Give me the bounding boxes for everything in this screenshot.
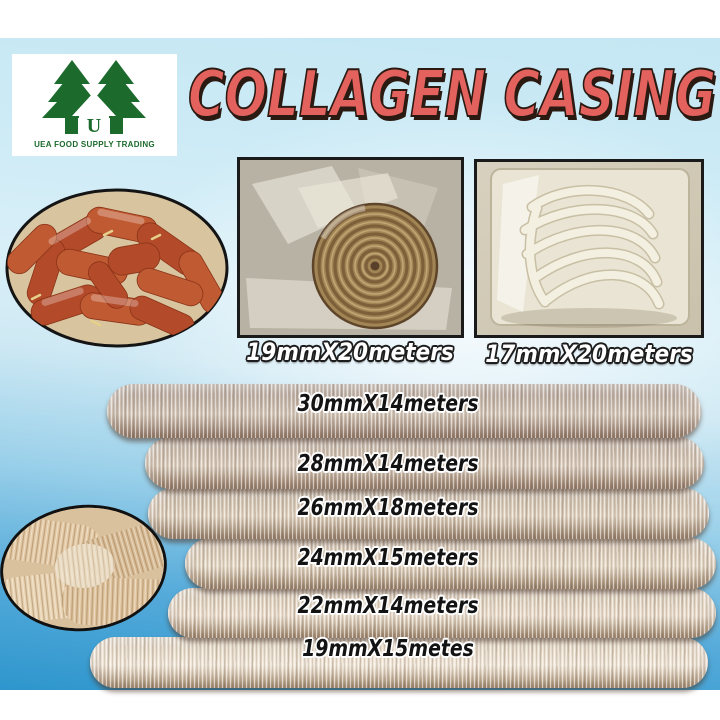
coiled-casing-graphic: [240, 160, 461, 335]
roll-size-label: 24mmX15meters: [297, 545, 479, 571]
company-name: UEA FOOD SUPPLY TRADING: [34, 140, 155, 149]
roll-size-label: 19mmX15metes: [302, 636, 474, 662]
package-size-label: 17mmX20meters: [485, 340, 693, 368]
roll-size-label: 30mmX14meters: [297, 391, 479, 417]
casing-roll-19mm: [90, 637, 708, 688]
casing-roll-22mm: [168, 588, 716, 638]
casing-roll-26mm: [148, 488, 709, 539]
pine-trees-icon: U: [42, 60, 146, 137]
logo-monogram: U: [87, 115, 101, 137]
roll-size-label: 28mmX14meters: [297, 451, 479, 477]
folded-casing-photo: [474, 159, 704, 338]
package-size-label: 19mmX20meters: [246, 338, 454, 366]
company-logo: U UEA FOOD SUPPLY TRADING: [12, 54, 177, 156]
roll-size-label: 26mmX18meters: [297, 495, 479, 521]
roll-size-label: 22mmX14meters: [297, 593, 479, 619]
sausages-photo: [5, 188, 229, 348]
casing-roll-28mm: [145, 437, 704, 489]
folded-casing-graphic: [477, 162, 701, 335]
page-title: COLLAGEN CASING: [187, 57, 717, 133]
casing-roll-30mm: [107, 384, 701, 438]
casing-roll-24mm: [185, 538, 716, 589]
coiled-casing-photo: [237, 157, 464, 338]
